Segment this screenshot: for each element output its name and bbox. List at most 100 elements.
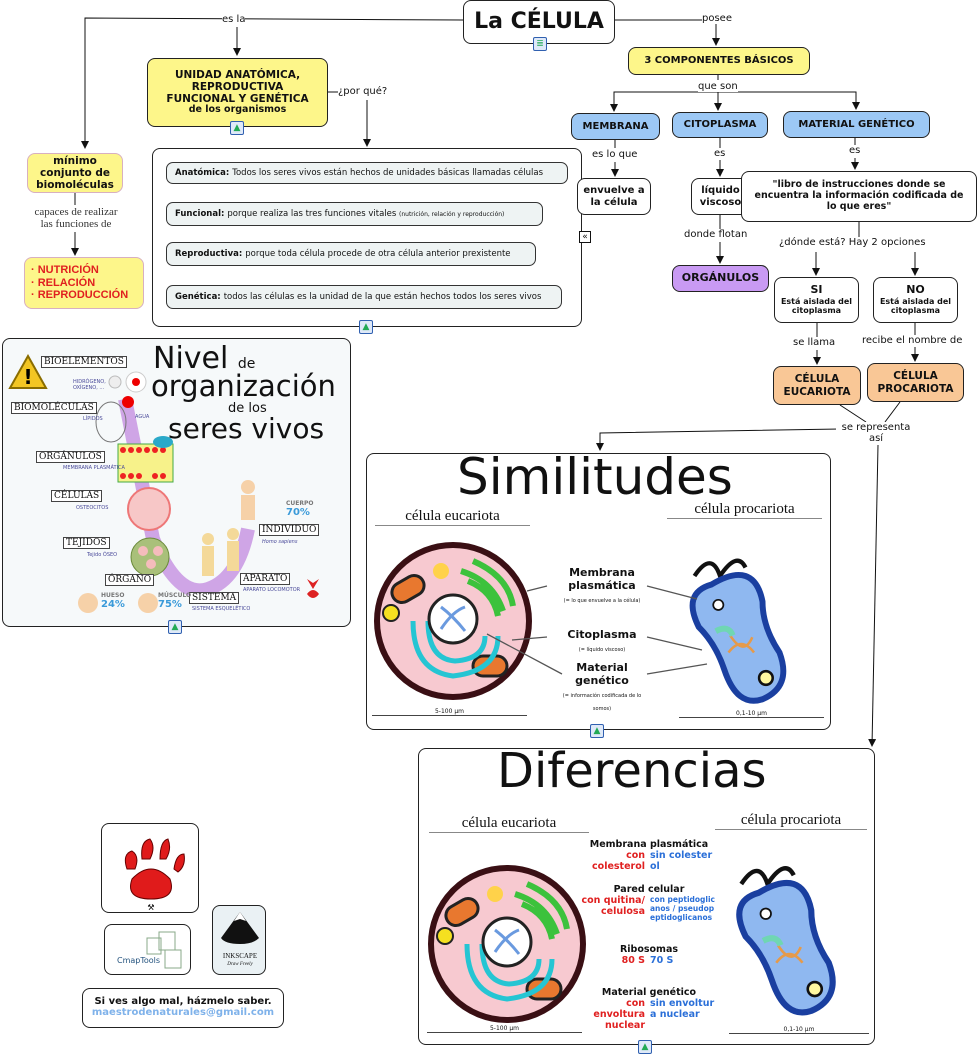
title-part: de [237,356,256,372]
nivel-title-seres: seres vivos [168,412,325,445]
euk-scale: 5-100 µm [372,708,527,716]
maestro-logo: ⚒ [101,823,199,913]
funciones-node[interactable]: · NUTRICIÓN · RELACIÓN · REPRODUCCIÓN [24,257,144,309]
level-tejidos: TEJIDOS [63,537,110,549]
funcion-nutricion: · NUTRICIÓN [31,264,99,277]
stat-value: 70% [286,507,310,518]
level-sub: HIDRÓGENO, OXÍGENO, ... [73,379,106,391]
euk-scale: 5-100 µm [427,1025,582,1033]
liquido-node[interactable]: líquido viscoso [691,178,750,215]
euk-heading: célula eucariota [429,815,589,833]
level-sistema: SISTEMA [189,592,240,604]
image-icon[interactable]: ▲ [230,121,244,135]
pointer-lines [486,585,708,675]
title-part: Nivel [153,341,229,376]
document-icon[interactable]: ≣ [533,37,547,51]
procariota-node[interactable]: CÉLULA PROCARIOTA [867,363,964,402]
nivel-organizacion-panel[interactable]: ! Nivel de organización de los seres viv… [2,338,351,627]
reason-note: (nutrición, relación y reproducción) [399,210,505,218]
contact-text: Si ves algo mal, házmelo saber. [94,996,272,1007]
cmaptools-logo: CmapTools [104,924,191,975]
level-sub: LÍPIDOS [83,416,103,422]
cmaptools-text: CmapTools [117,956,161,965]
stat-value: 75% [158,599,182,610]
paw-logo-icon: ⚒ [124,838,185,912]
link-que-son: que son [698,81,738,92]
image-icon[interactable]: ▲ [590,724,604,738]
nivel-title-delos: de los [228,401,267,416]
link-se-representa: se representa así [836,422,916,444]
link-posee: posee [702,13,732,24]
similitudes-panel[interactable]: Similitudes célula eucariota célula proc… [366,448,831,730]
difference-row: Ribosomas 80 S 70 S [579,944,719,966]
difference-prok: sin envoltura nuclear [650,998,715,1020]
link-es: es [714,148,726,159]
inkscape-tagline: Draw Freely [227,962,253,967]
citoplasma-node[interactable]: CITOPLASMA [672,112,768,138]
link-capaces: capaces de realizar las funciones de [28,206,124,231]
difference-row: Pared celular con quitina/ celulosa con … [579,884,719,922]
title-node[interactable]: La CÉLULA [463,0,615,44]
difference-heading: Ribosomas [619,944,679,955]
minimo-node[interactable]: mínimo conjunto de biomoléculas [27,153,123,193]
image-icon[interactable]: ▲ [168,620,182,634]
link-donde-esta: ¿dónde está? Hay 2 opciones [779,237,926,248]
level-sub: SISTEMA ESQUELÉTICO [192,606,251,612]
reason-text: todos las células es la unidad de la que… [223,292,542,302]
reason-text: porque toda célula procede de otra célul… [245,249,511,259]
material-genetico-node[interactable]: MATERIAL GENÉTICO [783,111,930,138]
level-bioelementos: BIOELEMENTOS [41,356,127,368]
difference-euk: con quitina/ celulosa [581,895,646,917]
prok-heading: célula procariota [715,812,867,830]
no-heading: NO [906,283,925,297]
diferencias-panel[interactable]: Diferencias célula eucariota célula proc… [418,745,875,1045]
reason-funcional: Funcional:porque realiza las tres funcio… [166,202,543,226]
level-celulas: CÉLULAS [51,490,103,502]
image-icon[interactable]: ▲ [638,1040,652,1054]
membrana-node[interactable]: MEMBRANA [571,113,660,140]
reason-key: Reproductiva: [175,249,243,259]
prokaryotic-cell-illustration [715,849,855,1024]
collapse-icon[interactable]: « [579,231,591,243]
libro-node[interactable]: "libro de instrucciones donde se encuent… [741,171,977,222]
reason-genetica: Genética:todos las células es la unidad … [166,285,562,309]
componentes-node[interactable]: 3 COMPONENTES BÁSICOS [628,47,810,75]
similitud-note: (= información codificada de lo somos) [562,693,642,712]
nivel-title-organizacion: organización [151,369,336,403]
link-por-que: ¿por qué? [338,86,388,97]
stat-label: HUESO [101,592,125,599]
difference-prok: sin colesterol [650,850,713,872]
similitud-citoplasma: Citoplasma (= líquido viscoso) [562,628,642,654]
funcion-relacion: · RELACIÓN [31,276,96,289]
level-biomoleculas: BIOMOLÉCULAS [11,402,97,414]
contact-box: Si ves algo mal, házmelo saber. maestrod… [82,988,284,1028]
difference-heading: Membrana plasmática [589,839,709,850]
prok-scale: 0,1-10 µm [679,710,824,718]
level-sub: APARATO LOCOMOTOR [243,587,301,593]
level-sub: Tejido ÓSEO [87,552,118,558]
prok-scale: 0,1-10 µm [729,1026,869,1034]
cmap-icon [146,931,182,969]
contact-email[interactable]: maestrodenaturales@gmail.com [91,1007,275,1018]
similitud-heading: Citoplasma [567,628,637,641]
prok-heading: célula procariota [667,501,822,519]
level-sub: MEMBRANA PLASMÁTICA [63,465,125,471]
link-donde-flotan: donde flotan [684,229,748,240]
difference-prok: 70 S [650,955,674,966]
unidad-node[interactable]: UNIDAD ANATÓMICA, REPRODUCTIVA FUNCIONAL… [147,58,328,127]
level-organo: ÓRGANO [105,574,155,586]
image-icon[interactable]: ▲ [359,320,373,334]
organulos-node[interactable]: ORGÁNULOS [672,265,769,292]
funcion-reproduccion: · REPRODUCCIÓN [31,289,129,302]
level-sub: Homo sapiens [262,539,298,545]
eucariota-node[interactable]: CÉLULA EUCARIOTA [773,366,861,405]
similitudes-title: Similitudes [457,448,733,506]
reason-text: Todos los seres vivos están hechos de un… [232,168,543,178]
level-sub: OSTEOCITOS [76,505,109,511]
envuelve-node[interactable]: envuelve a la célula [577,178,651,215]
similitud-note: (= líquido viscoso) [578,647,626,653]
level-individuo: INDIVIDUO [259,524,320,536]
